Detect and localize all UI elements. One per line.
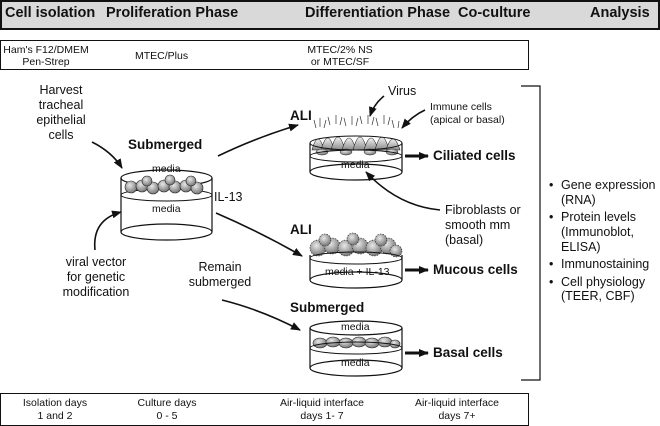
timeline-isolation-line1: Isolation days xyxy=(22,397,88,409)
analysis-item-cell-physiology: Cell physiology(TEER, CBF) xyxy=(549,275,656,304)
media-row-box xyxy=(0,40,529,70)
arrow-immune-cells xyxy=(401,109,426,129)
viral-label-3: modification xyxy=(62,285,130,299)
arrow-to-basal xyxy=(221,299,301,331)
timeline-ali1-line2: days 1- 7 xyxy=(300,410,344,422)
remain-label-1: Remain xyxy=(198,260,242,274)
header-cell-isolation: Cell isolation xyxy=(5,5,96,21)
ali-mid-label: ALI xyxy=(290,222,312,237)
media-ham-line2: Pen-Strep xyxy=(22,56,70,68)
viral-label-1: viral vector xyxy=(65,255,127,269)
arrow-viral-to-dish xyxy=(93,210,122,251)
timeline-ali2-line1: Air-liquid interface xyxy=(414,397,500,409)
harvest-label-4: cells xyxy=(48,128,74,142)
header-proliferation: Proliferation Phase xyxy=(106,5,239,21)
virus-label: Virus xyxy=(388,84,417,98)
media-mtec-ns-line1: MTEC/2% NS xyxy=(307,44,373,56)
ciliated-label: Ciliated cells xyxy=(433,148,516,163)
timeline-culture-line2: 0 - 5 xyxy=(156,410,178,422)
analysis-item-protein-levels: Protein levels(Immunoblot,ELISA) xyxy=(549,210,656,254)
immune-label-2: (apical or basal) xyxy=(430,114,505,126)
header-differentiation: Differentiation Phase xyxy=(305,5,451,21)
fibro-label-3: (basal) xyxy=(445,233,484,247)
fibro-label-1: Fibroblasts or xyxy=(445,203,521,217)
viral-label-2: for genetic xyxy=(66,270,126,284)
arrow-to-ali-mucous xyxy=(215,212,303,257)
arrow-to-ali-ciliated xyxy=(217,123,299,157)
media-ham-line1: Ham's F12/DMEM xyxy=(3,44,89,56)
ali-ciliated-dish xyxy=(309,115,403,181)
timeline-isolation-line2: 1 and 2 xyxy=(37,410,73,422)
remain-label-2: submerged xyxy=(188,275,252,289)
arrow-harvest-to-dish xyxy=(91,141,123,169)
timeline-ali2-line2: days 7+ xyxy=(438,410,476,422)
arrows xyxy=(91,95,441,357)
submerged2-label: Submerged xyxy=(290,300,365,315)
dish-top-media: media xyxy=(152,163,181,175)
media-mtec-plus: MTEC/Plus xyxy=(135,50,189,62)
submerged-dish xyxy=(120,169,213,241)
analysis-list: Gene expression(RNA) Protein levels(Immu… xyxy=(549,178,656,307)
analysis-item-gene-expression: Gene expression(RNA) xyxy=(549,178,656,207)
header-coculture: Co-culture xyxy=(458,5,531,21)
mucous-cells xyxy=(309,232,403,258)
basal-top-media: media xyxy=(341,321,370,333)
fibro-label-2: smooth mm xyxy=(445,218,511,232)
media-mtec-ns-line2: or MTEC/SF xyxy=(310,56,370,68)
arrow-fibroblasts xyxy=(365,171,441,211)
ali-top-media: media xyxy=(341,159,370,171)
analysis-item-immunostaining: Immunostaining xyxy=(549,257,656,272)
timeline-culture-line1: Culture days xyxy=(137,397,197,409)
dish-bottom-media: media xyxy=(152,203,181,215)
harvest-label-2: tracheal xyxy=(38,98,84,112)
submerged-title: Submerged xyxy=(128,137,203,152)
ali-mucous-dish xyxy=(309,232,403,289)
il13-label: IL-13 xyxy=(214,190,243,204)
basal-bottom-media: media xyxy=(341,357,370,369)
ciliated-cells xyxy=(311,115,401,156)
immune-label-1: Immune cells xyxy=(430,101,492,113)
header-analysis: Analysis xyxy=(590,5,650,21)
analysis-bracket xyxy=(521,85,541,381)
basal-dish xyxy=(309,320,403,377)
ali-mid-media: media + IL-13 xyxy=(325,266,390,278)
header-bar xyxy=(0,0,660,30)
timeline-ali1-line1: Air-liquid interface xyxy=(279,397,365,409)
harvest-label-3: epithelial xyxy=(36,113,86,127)
arrow-virus xyxy=(369,95,385,117)
harvest-label-1: Harvest xyxy=(39,83,83,97)
basal-label: Basal cells xyxy=(433,345,503,360)
mucous-label: Mucous cells xyxy=(433,262,518,277)
submerged-cells xyxy=(124,174,204,195)
ali-top-label: ALI xyxy=(290,108,312,123)
